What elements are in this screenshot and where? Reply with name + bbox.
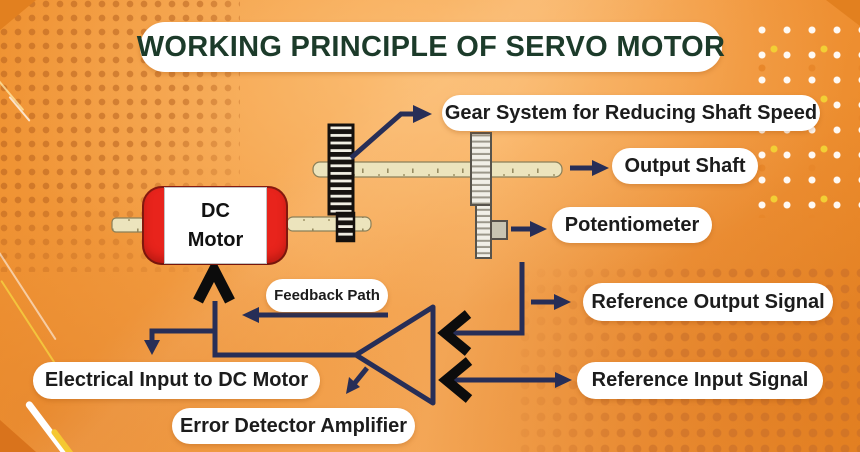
dc-motor-label-line1: DC [201, 199, 230, 222]
label-reference-input-text: Reference Input Signal [591, 369, 809, 391]
electrical-input-branch-arrow [144, 328, 215, 355]
arrowhead [346, 377, 360, 394]
label-feedback-path-text: Feedback Path [274, 287, 380, 304]
page-title: WORKING PRINCIPLE OF SERVO MOTOR [137, 22, 725, 72]
label-reference-output: Reference Output Signal [583, 283, 833, 321]
label-reference-output-text: Reference Output Signal [591, 290, 825, 313]
error-amplifier-triangle-icon [353, 304, 436, 406]
arrow-line [352, 366, 369, 386]
label-electrical-input: Electrical Input to DC Motor [33, 362, 320, 399]
arrowhead [144, 340, 160, 355]
arrowhead [555, 372, 572, 388]
label-gear-system: Gear System for Reducing Shaft Speed [442, 95, 820, 131]
label-gear-system-text: Gear System for Reducing Shaft Speed [444, 101, 818, 124]
label-error-detector-text: Error Detector Amplifier [179, 414, 408, 437]
arrowhead [242, 307, 259, 323]
arrowhead [530, 221, 547, 237]
reference-output-arrow [531, 294, 571, 310]
arrow-line [451, 262, 525, 336]
label-potentiometer-text: Potentiometer [564, 213, 700, 236]
label-output-shaft: Output Shaft [612, 148, 758, 184]
output-shaft-arrow [570, 160, 609, 176]
potentiometer-arrow [511, 221, 547, 237]
label-reference-input: Reference Input Signal [577, 362, 823, 399]
arrowhead [413, 105, 432, 123]
arrow-line [349, 111, 414, 160]
dc-motor-panel: DC Motor [164, 187, 267, 264]
output-shaft-bar [312, 161, 563, 178]
label-error-detector: Error Detector Amplifier [172, 408, 415, 444]
arrow-line [212, 301, 356, 358]
gear-dark-small-icon [335, 211, 356, 243]
reference-input-line [438, 357, 572, 403]
page-title-text: WORKING PRINCIPLE OF SERVO MOTOR [136, 30, 726, 63]
dc-motor: DC Motor [142, 186, 288, 265]
gear-dark-large-icon [327, 123, 355, 216]
black-arrowhead-up [193, 258, 235, 304]
motor-shaft-right [286, 216, 372, 232]
label-potentiometer: Potentiometer [552, 207, 712, 243]
label-feedback-path: Feedback Path [266, 279, 388, 312]
feedback-path-arrow [242, 307, 388, 323]
arrowhead [592, 160, 609, 176]
arrow-line [149, 328, 215, 341]
potentiometer-body [490, 220, 508, 240]
label-output-shaft-text: Output Shaft [624, 154, 746, 177]
label-electrical-input-text: Electrical Input to DC Motor [44, 369, 309, 391]
arrowhead [554, 294, 571, 310]
gear-light-large-icon [470, 132, 492, 206]
potentiometer-to-amplifier-line [437, 262, 525, 356]
amplifier-to-motor-line [193, 258, 356, 358]
black-arrowhead [438, 357, 473, 403]
gear-light-small-icon [475, 204, 492, 259]
dc-motor-label-line2: Motor [187, 228, 244, 251]
error-detector-pointer-arrow [346, 366, 369, 394]
motor-shaft-left-stub [111, 217, 146, 233]
gear-system-pointer-arrow [349, 105, 432, 160]
black-arrowhead [437, 310, 472, 356]
